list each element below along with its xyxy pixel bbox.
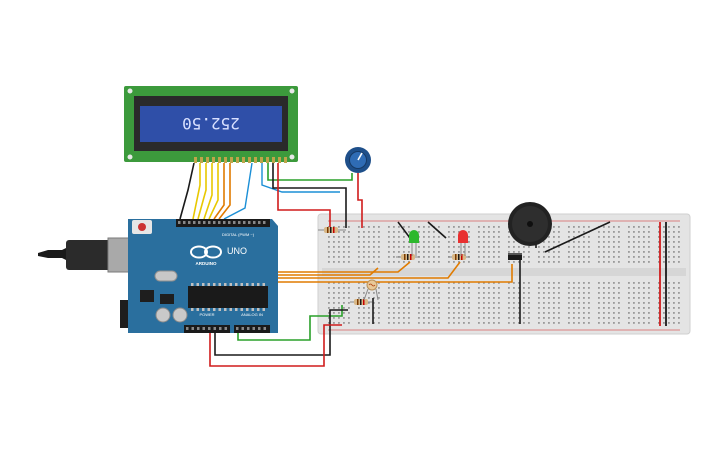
wire-black[interactable] xyxy=(272,163,347,228)
wire-red[interactable] xyxy=(357,173,363,228)
wire-orange[interactable] xyxy=(218,163,231,220)
wire-blue[interactable] xyxy=(261,163,340,193)
wire-yellow[interactable] xyxy=(203,163,213,220)
lcd-screen xyxy=(140,106,282,142)
crystal xyxy=(154,270,178,282)
piezo-buzzer[interactable] xyxy=(508,202,552,246)
wire-blue[interactable] xyxy=(223,162,253,220)
wire-green[interactable] xyxy=(237,305,343,341)
capacitor xyxy=(155,307,171,323)
wire-black[interactable] xyxy=(544,221,611,253)
wire-yellow[interactable] xyxy=(208,163,219,220)
voltage-regulator xyxy=(140,290,154,302)
led-green-body xyxy=(409,230,419,243)
wire-yellow[interactable] xyxy=(197,163,207,220)
transistor[interactable] xyxy=(508,253,522,260)
bottom-pins xyxy=(186,327,266,330)
brand-label: ARDUINO xyxy=(196,261,217,266)
wire-orange[interactable] xyxy=(213,163,225,220)
wire-black[interactable] xyxy=(214,309,348,356)
digital-pins xyxy=(178,221,266,224)
arduino-logo: ARDUINO UNO xyxy=(190,245,247,266)
potentiometer[interactable] xyxy=(345,147,371,173)
lcd-display[interactable]: 252.50 xyxy=(124,86,298,163)
analog-header xyxy=(234,325,270,333)
chip-pins xyxy=(191,283,265,311)
digital-label: DIGITAL (PWM ~) xyxy=(222,232,255,237)
potentiometer-knob-indicator xyxy=(357,152,363,161)
wire-red[interactable] xyxy=(277,163,331,232)
usb-cable xyxy=(38,246,70,262)
arduino-uno-board[interactable]: DIGITAL (PWM ~) ARDUINO UNO POWER ANALOG… xyxy=(38,219,278,333)
wire-red[interactable] xyxy=(209,324,342,367)
led-red-body xyxy=(458,230,468,243)
small-chip xyxy=(160,294,174,304)
led-red[interactable] xyxy=(458,230,468,256)
wire-green[interactable] xyxy=(267,163,353,181)
wire-black[interactable] xyxy=(397,221,411,239)
wire-black[interactable] xyxy=(427,221,447,239)
resistor-pot-line[interactable] xyxy=(318,227,346,233)
photoresistor[interactable] xyxy=(363,279,379,301)
resistor-sensor[interactable] xyxy=(350,299,372,305)
microcontroller-chip xyxy=(188,286,268,308)
lcd-readout: 252.50 xyxy=(182,114,240,133)
resistor-led-red[interactable] xyxy=(448,254,470,260)
lcd-pin-header xyxy=(194,157,287,163)
power-header xyxy=(184,325,230,333)
wire-black[interactable] xyxy=(179,162,195,220)
analog-label: ANALOG IN xyxy=(241,312,263,317)
led-green[interactable] xyxy=(409,230,419,256)
usb-plug xyxy=(66,240,116,270)
capacitor xyxy=(172,307,188,323)
power-label: POWER xyxy=(199,312,214,317)
wire-yellow[interactable] xyxy=(192,163,201,220)
model-label: UNO xyxy=(227,246,247,256)
